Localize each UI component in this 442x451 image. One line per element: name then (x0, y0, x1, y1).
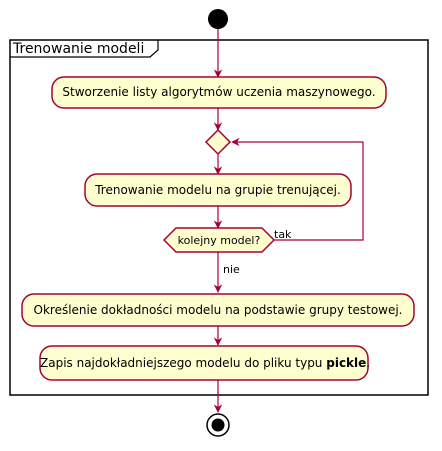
edge-loop-yes (231, 137, 364, 241)
activity-save: Zapis najdokładniejszego modelu do pliku… (40, 356, 371, 370)
partition-title: Trenowanie modeli (13, 41, 145, 57)
activity-save-prefix: Zapis najdokładniejszego modelu do pliku… (40, 356, 327, 370)
activity-save-bold: pickle (326, 356, 367, 370)
activity-evaluate: Określenie dokładności modelu na podstaw… (33, 303, 403, 317)
branch-label-no: nie (223, 263, 240, 276)
merge-diamond (204, 128, 232, 156)
activity-train-box (84, 173, 352, 207)
activity-create-list-box (51, 76, 387, 109)
start-node (208, 9, 228, 29)
end-node-inner (211, 418, 225, 432)
branch-label-yes: tak (274, 228, 292, 241)
partition-frame (9, 39, 429, 396)
activity-train-model: Trenowanie modelu na grupie trenującej. (95, 183, 341, 197)
decision-question: kolejny model? (177, 234, 261, 247)
activity-save-suffix: . (366, 356, 371, 370)
partition-tab (10, 40, 159, 58)
activity-create-list: Stworzenie listy algorytmów uczenia masz… (62, 85, 376, 99)
activity-save-box (39, 345, 369, 381)
decision-hexagon (162, 227, 276, 253)
activity-evaluate-box (21, 293, 415, 327)
